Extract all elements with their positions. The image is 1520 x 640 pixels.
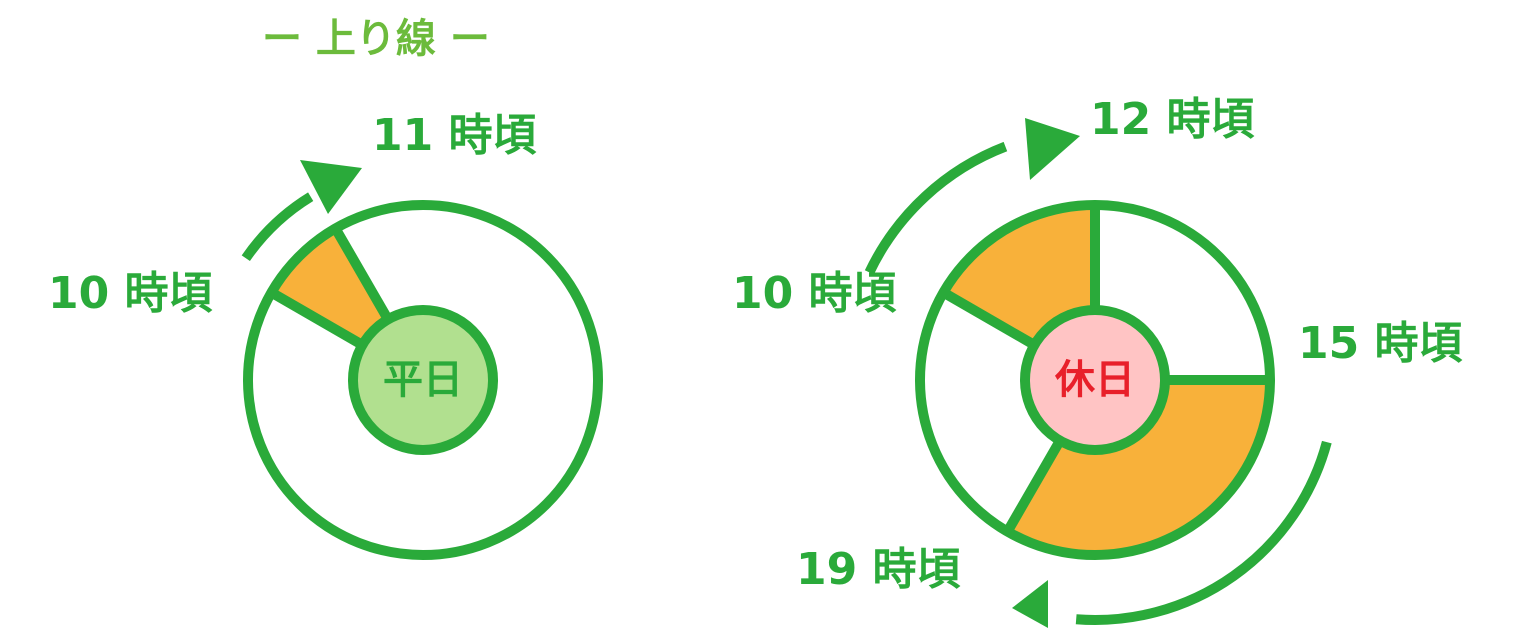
holiday-label-19: 19 時頃	[796, 544, 961, 595]
weekday-center-label: 平日	[383, 357, 463, 403]
diagram-title: ー 上り線 ー	[262, 16, 490, 62]
weekday-arrow-arc	[241, 192, 314, 262]
holiday-arrow-arc-top	[864, 141, 1008, 275]
holiday-center-circle	[1020, 305, 1170, 455]
holiday-arrow-arc-bottom	[1075, 440, 1332, 625]
holiday-arrow-head-bottom	[1012, 580, 1048, 628]
holiday-label-12: 12 時頃	[1090, 94, 1255, 145]
holiday-label-10: 10 時頃	[732, 268, 897, 319]
holiday-center-label: 休日	[1055, 357, 1135, 403]
holiday-outer-ring	[915, 200, 1275, 560]
weekday-label-11: 11 時頃	[372, 110, 537, 161]
weekday-center-circle	[348, 305, 498, 455]
weekday-divider-11	[331, 225, 393, 322]
weekday-outer-ring	[243, 200, 603, 560]
holiday-arrow-head-top	[1025, 118, 1080, 180]
holiday-label-15: 15 時頃	[1298, 318, 1463, 369]
weekday-label-10: 10 時頃	[48, 268, 213, 319]
weekday-arrow-head	[300, 160, 362, 214]
holiday-divider-10	[940, 288, 1037, 350]
weekday-divider-10	[268, 288, 365, 350]
holiday-divider-19	[1003, 438, 1065, 535]
